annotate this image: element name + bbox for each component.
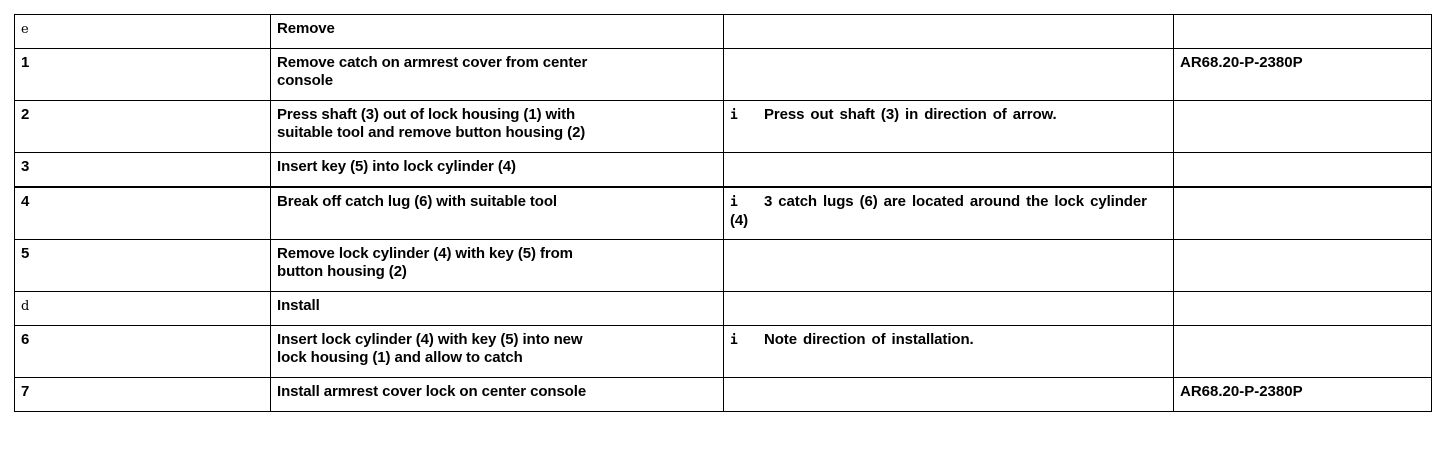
reference-cell: AR68.20-P-2380P xyxy=(1173,48,1432,101)
operation-cell: Insert lock cylinder (4) with key (5) in… xyxy=(270,325,724,378)
step-number: 3 xyxy=(21,158,30,175)
step-number: 6 xyxy=(21,331,30,348)
note-wrapper xyxy=(730,54,1167,72)
operation-text: Insert lock cylinder (4) with key (5) in… xyxy=(277,331,583,366)
reference-cell xyxy=(1173,14,1432,49)
step-cell: 3 xyxy=(14,152,271,188)
note-text: 3 catch lugs (6) are located around the … xyxy=(730,193,1147,229)
step-cell: e xyxy=(14,14,271,49)
operation-cell: Remove lock cylinder (4) with key (5) fr… xyxy=(270,239,724,292)
operation-cell: Install xyxy=(270,291,724,326)
step-cell: 2 xyxy=(14,100,271,153)
info-icon: i xyxy=(730,333,738,348)
table-row: 1 Remove catch on armrest cover from cen… xyxy=(14,48,1432,101)
step-number: 1 xyxy=(21,54,30,71)
step-cell: 4 xyxy=(14,186,271,240)
reference-text: AR68.20-P-2380P xyxy=(1180,383,1303,400)
reference-cell xyxy=(1173,325,1432,378)
operation-cell: Remove xyxy=(270,14,724,49)
note-wrapper xyxy=(730,158,1167,176)
step-number: 7 xyxy=(21,383,30,400)
note-wrapper xyxy=(730,383,1167,401)
reference-text: AR68.20-P-2380P xyxy=(1180,54,1303,71)
operation-text: Remove lock cylinder (4) with key (5) fr… xyxy=(277,245,573,280)
step-number: 2 xyxy=(21,106,30,123)
reference-cell xyxy=(1173,291,1432,326)
operation-text: Remove xyxy=(277,20,335,37)
remove-marker-icon: e xyxy=(21,22,29,37)
step-cell: 6 xyxy=(14,325,271,378)
note-cell xyxy=(723,14,1174,49)
step-cell: d xyxy=(14,291,271,326)
reference-cell xyxy=(1173,239,1432,292)
step-cell: 5 xyxy=(14,239,271,292)
info-icon: i xyxy=(730,195,738,210)
operation-text: Insert key (5) into lock cylinder (4) xyxy=(277,158,516,175)
table-row: 5 Remove lock cylinder (4) with key (5) … xyxy=(14,239,1432,292)
note-cell: i Press out shaft (3) in direction of arr… xyxy=(723,100,1174,153)
step-cell: 7 xyxy=(14,377,271,412)
operation-text: Remove catch on armrest cover from cente… xyxy=(277,54,588,89)
procedure-table: e Remove 1 R xyxy=(14,14,1432,412)
note-wrapper xyxy=(730,245,1167,263)
reference-cell: AR68.20-P-2380P xyxy=(1173,377,1432,412)
procedure-table-body: e Remove 1 R xyxy=(14,14,1432,412)
reference-cell xyxy=(1173,152,1432,188)
install-marker-icon: d xyxy=(21,299,30,314)
reference-cell xyxy=(1173,186,1432,240)
operation-text: Break off catch lug (6) with suitable to… xyxy=(277,193,557,210)
info-icon: i xyxy=(730,108,738,123)
operation-cell: Install armrest cover lock on center con… xyxy=(270,377,724,412)
note-wrapper: i Press out shaft (3) in direction of arr… xyxy=(730,106,1167,125)
note-wrapper xyxy=(730,20,1167,38)
note-cell xyxy=(723,291,1174,326)
operation-text: Install armrest cover lock on center con… xyxy=(277,383,587,400)
table-row: 6 Insert lock cylinder (4) with key (5) … xyxy=(14,325,1432,378)
operation-cell: Insert key (5) into lock cylinder (4) xyxy=(270,152,724,188)
step-number: 5 xyxy=(21,245,30,262)
note-cell xyxy=(723,48,1174,101)
note-wrapper: i Note direction of installation. xyxy=(730,331,1167,350)
note-cell xyxy=(723,239,1174,292)
note-cell: i Note direction of installation. xyxy=(723,325,1174,378)
note-cell xyxy=(723,152,1174,188)
step-number: 4 xyxy=(21,193,30,210)
note-wrapper xyxy=(730,297,1167,315)
operation-cell: Break off catch lug (6) with suitable to… xyxy=(270,186,724,240)
step-cell: 1 xyxy=(14,48,271,101)
operation-cell: Press shaft (3) out of lock housing (1) … xyxy=(270,100,724,153)
operation-text: Install xyxy=(277,297,320,314)
table-row: 4 Break off catch lug (6) with suitable … xyxy=(14,186,1432,240)
reference-cell xyxy=(1173,100,1432,153)
operation-text: Press shaft (3) out of lock housing (1) … xyxy=(277,106,586,141)
note-cell xyxy=(723,377,1174,412)
table-row: d Install xyxy=(14,291,1432,326)
note-text: Press out shaft (3) in direction of arro… xyxy=(764,106,1057,123)
table-row: 7 Install armrest cover lock on center c… xyxy=(14,377,1432,412)
note-text: Note direction of installation. xyxy=(764,331,974,348)
table-row: e Remove xyxy=(14,14,1432,49)
table-row: 3 Insert key (5) into lock cylinder (4) xyxy=(14,152,1432,188)
table-row: 2 Press shaft (3) out of lock housing (1… xyxy=(14,100,1432,153)
operation-cell: Remove catch on armrest cover from cente… xyxy=(270,48,724,101)
